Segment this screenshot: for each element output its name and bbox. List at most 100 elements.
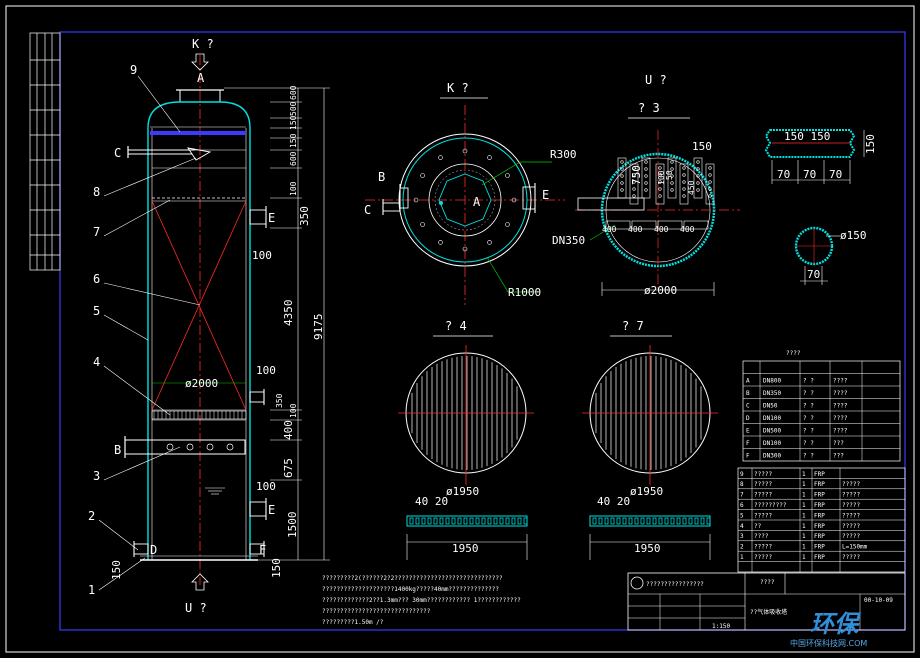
- plan-shell-outer: [398, 133, 532, 267]
- slot-hole: [632, 180, 636, 184]
- slot-hole: [670, 181, 674, 185]
- sec7-d1950: ø1950: [630, 485, 663, 498]
- grating-tooth: [700, 517, 705, 525]
- sec3-dn350: DN350: [552, 234, 585, 247]
- bolt-hole: [511, 197, 517, 203]
- nozzle-table-cell: B: [746, 390, 750, 397]
- grating-tooth: [670, 517, 675, 525]
- top-head: [147, 101, 251, 129]
- nozzle-table-cell: ? ?: [803, 452, 814, 459]
- parts-cell: ????: [754, 533, 769, 540]
- frame-inner: [59, 31, 906, 631]
- grating-tooth: [469, 517, 474, 525]
- plan-view-title: K ?: [447, 81, 469, 95]
- grating-tooth: [511, 517, 516, 525]
- section-u3: U ? ? 3 DN350 150 750 100 50 450 400 400…: [552, 73, 740, 297]
- parts-cell: ??: [754, 523, 762, 530]
- bolt-hole: [505, 222, 510, 227]
- demister-layer: [150, 131, 246, 135]
- grating-tooth: [592, 517, 597, 525]
- slot-hole: [620, 188, 624, 192]
- nozzle-table-cell: E: [746, 427, 750, 434]
- grating-tooth: [598, 517, 603, 525]
- parts-cell: L=150mm: [842, 544, 868, 551]
- note-1: ?????????2(??????2?2????????????????????…: [322, 575, 503, 582]
- grating-tooth: [439, 517, 444, 525]
- parts-cell: ?????: [842, 523, 860, 530]
- dim-350-mid: 350: [275, 393, 284, 408]
- grating-tooth: [694, 517, 699, 525]
- view-bottom-label: U ?: [185, 601, 207, 615]
- parts-cell: 6: [740, 502, 744, 509]
- slot-hole: [682, 173, 686, 177]
- slot-hole: [632, 166, 636, 170]
- nozzle-table-cell: ? ?: [803, 377, 814, 384]
- sec3-inner-50: 50: [665, 170, 674, 180]
- nozzle-table-cell: ? ?: [803, 415, 814, 422]
- diameter-main: ø2000: [185, 377, 218, 390]
- bolt-hole: [487, 240, 492, 245]
- parts-cell: FRP: [814, 492, 825, 499]
- dim-total-height: 9175: [312, 314, 325, 341]
- grating-tooth: [415, 517, 420, 525]
- bolt-hole: [420, 222, 425, 227]
- watermark: 环保 中国环保科技网.COM: [790, 610, 867, 648]
- title-drawing-name: ??气体吸收塔: [750, 608, 787, 616]
- grating-tooth: [676, 517, 681, 525]
- plan-label-c: C: [364, 203, 371, 217]
- plan-r1000: R1000: [508, 286, 541, 299]
- view-top-label: K ?: [192, 37, 214, 51]
- dim-100b: 100: [289, 403, 298, 418]
- frame-outer: [5, 5, 915, 653]
- part-number-6: 6: [93, 272, 100, 286]
- nozzle-f-label: F: [259, 543, 266, 557]
- sec3-inner-400b: 400: [628, 225, 643, 234]
- section-7: ? 7 ø1950 40 20 1950: [582, 319, 718, 560]
- slot-hole: [696, 167, 700, 171]
- note-5: ?????????1.50m /?: [322, 619, 384, 626]
- nozzle-table-cell: C: [746, 402, 750, 409]
- parts-cell: 5: [740, 512, 744, 519]
- detail-70a: 70: [777, 168, 790, 181]
- nozzle-table-cell: DN350: [763, 390, 781, 397]
- nozzle-b-label: B: [114, 443, 121, 457]
- slot-hole: [708, 180, 712, 184]
- bolt-hole: [505, 173, 510, 178]
- grating-tooth: [628, 517, 633, 525]
- slot-hole: [708, 194, 712, 198]
- nozzle-mid-right: [249, 391, 265, 403]
- dim-600b: 600: [289, 151, 298, 166]
- parts-cell: 1: [802, 502, 806, 509]
- parts-cell: FRP: [814, 512, 825, 519]
- parts-cell: ?????: [842, 512, 860, 519]
- dim-600a: 600: [289, 85, 298, 100]
- sec3-inlet-pipe: [577, 197, 645, 211]
- grating-tooth: [523, 517, 528, 525]
- dim-150-bottom: 150: [270, 558, 283, 578]
- sec7-1950: 1950: [634, 542, 661, 555]
- parts-cell: 1: [802, 554, 806, 561]
- grating-tooth: [427, 517, 432, 525]
- grating-tooth: [421, 517, 426, 525]
- parts-cell: FRP: [814, 502, 825, 509]
- part-number-4: 4: [93, 355, 100, 369]
- plan-r300: R300: [550, 148, 577, 161]
- slot-hole: [658, 180, 662, 184]
- nozzle-table-cell: A: [746, 377, 750, 384]
- parts-cell: FRP: [814, 481, 825, 488]
- nozzle-d: [133, 543, 149, 555]
- slot-hole: [658, 166, 662, 170]
- nozzle-table-cell: ? ?: [803, 440, 814, 447]
- bolt-hole: [413, 197, 419, 203]
- slot-hole: [670, 174, 674, 178]
- grating-tooth: [634, 517, 639, 525]
- parts-cell: ?????: [842, 492, 860, 499]
- parts-cell: ?????: [754, 544, 772, 551]
- slot-hole: [658, 187, 662, 191]
- grating-tooth: [688, 517, 693, 525]
- parts-cell: FRP: [814, 471, 825, 478]
- parts-cell: FRP: [814, 554, 825, 561]
- dim-100-lower: 100: [256, 480, 276, 493]
- slot-column: [705, 163, 715, 205]
- bolt-hole: [487, 155, 492, 160]
